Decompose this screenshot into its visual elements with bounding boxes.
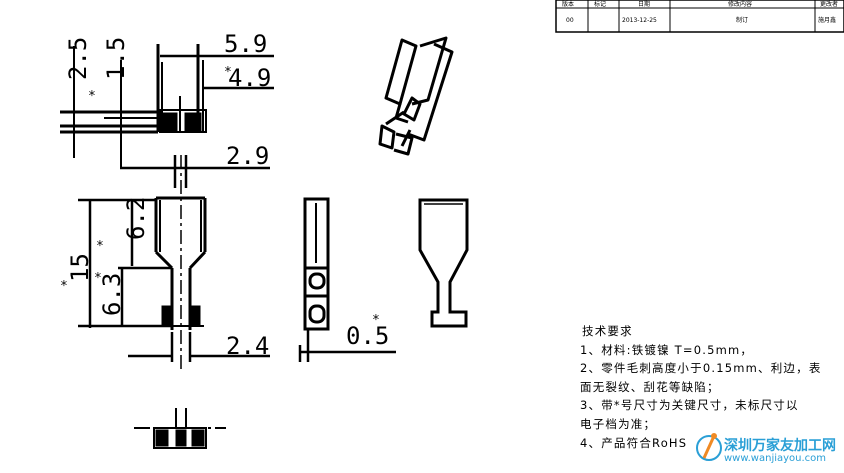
- end-view: [134, 408, 226, 449]
- tb-cell-date: 2013-12-25: [622, 17, 657, 24]
- watermark-name: 深圳万家友加工网: [724, 438, 836, 454]
- dim-6-3-star: *: [94, 271, 102, 286]
- tb-header-version: 版本: [562, 0, 574, 8]
- top-view: [60, 44, 207, 168]
- notes-line-2: 2、零件毛刺高度小于0.15mm、利边，表: [580, 361, 822, 376]
- side-view: [298, 197, 396, 362]
- notes-line-3: 面无裂纹、刮花等缺陷；: [580, 379, 720, 394]
- tb-header-content: 修改内容: [728, 0, 752, 8]
- dim-0-5-star: *: [372, 313, 380, 328]
- dim-0-5: 0.5: [346, 322, 389, 350]
- notes-line-4: 3、带*号尺寸为关键尺寸，未标尺寸以: [580, 398, 799, 413]
- watermark-logo-icon: [696, 433, 722, 461]
- watermark: 深圳万家友加工网 www.wanjiayou.com: [694, 426, 840, 468]
- isometric-view: [378, 36, 454, 156]
- dim-2-5: 2.5: [64, 37, 92, 80]
- watermark-url: www.wanjiayou.com: [724, 453, 827, 464]
- dim-15: 15: [66, 253, 94, 282]
- dim-6-3: 6.3: [98, 273, 126, 316]
- dim-1-5: 1.5: [102, 37, 130, 80]
- notes-heading: 技术要求: [582, 324, 633, 338]
- tb-cell-content: 制订: [736, 16, 748, 24]
- dim-4-9: 4.9: [228, 64, 271, 92]
- tb-header-mark: 标记: [594, 0, 606, 8]
- technical-notes: 技术要求 1、材料:铁镀镍 T=0.5mm， 2、零件毛刺高度小于0.15mm、…: [580, 322, 830, 452]
- front-view: [78, 155, 207, 372]
- top-view-dims: [120, 54, 274, 188]
- tb-header-date: 日期: [638, 0, 650, 8]
- notes-line-6: 4、产品符合RoHS: [580, 435, 688, 450]
- dim-6-2: 6.2: [122, 197, 150, 240]
- notes-line-1: 1、材料:铁镀镍 T=0.5mm，: [580, 342, 754, 357]
- dim-4-9-star: *: [224, 65, 232, 80]
- dim-2-4: 2.4: [226, 332, 269, 360]
- dim-2-9: 2.9: [226, 142, 269, 170]
- flat-view: [418, 198, 469, 328]
- tb-header-editor: 更改者: [820, 0, 838, 8]
- front-view-dims: [128, 332, 270, 362]
- dim-5-9: 5.9: [224, 30, 267, 58]
- dim-15-star: *: [60, 279, 68, 294]
- tb-cell-version: 00: [566, 17, 574, 24]
- dim-6-2-star: *: [96, 239, 104, 254]
- dim-1-5-star: *: [88, 89, 96, 104]
- notes-line-5: 电子档为准；: [580, 416, 657, 431]
- title-block: [555, 0, 844, 33]
- tb-cell-editor: 施月鑫: [818, 16, 836, 24]
